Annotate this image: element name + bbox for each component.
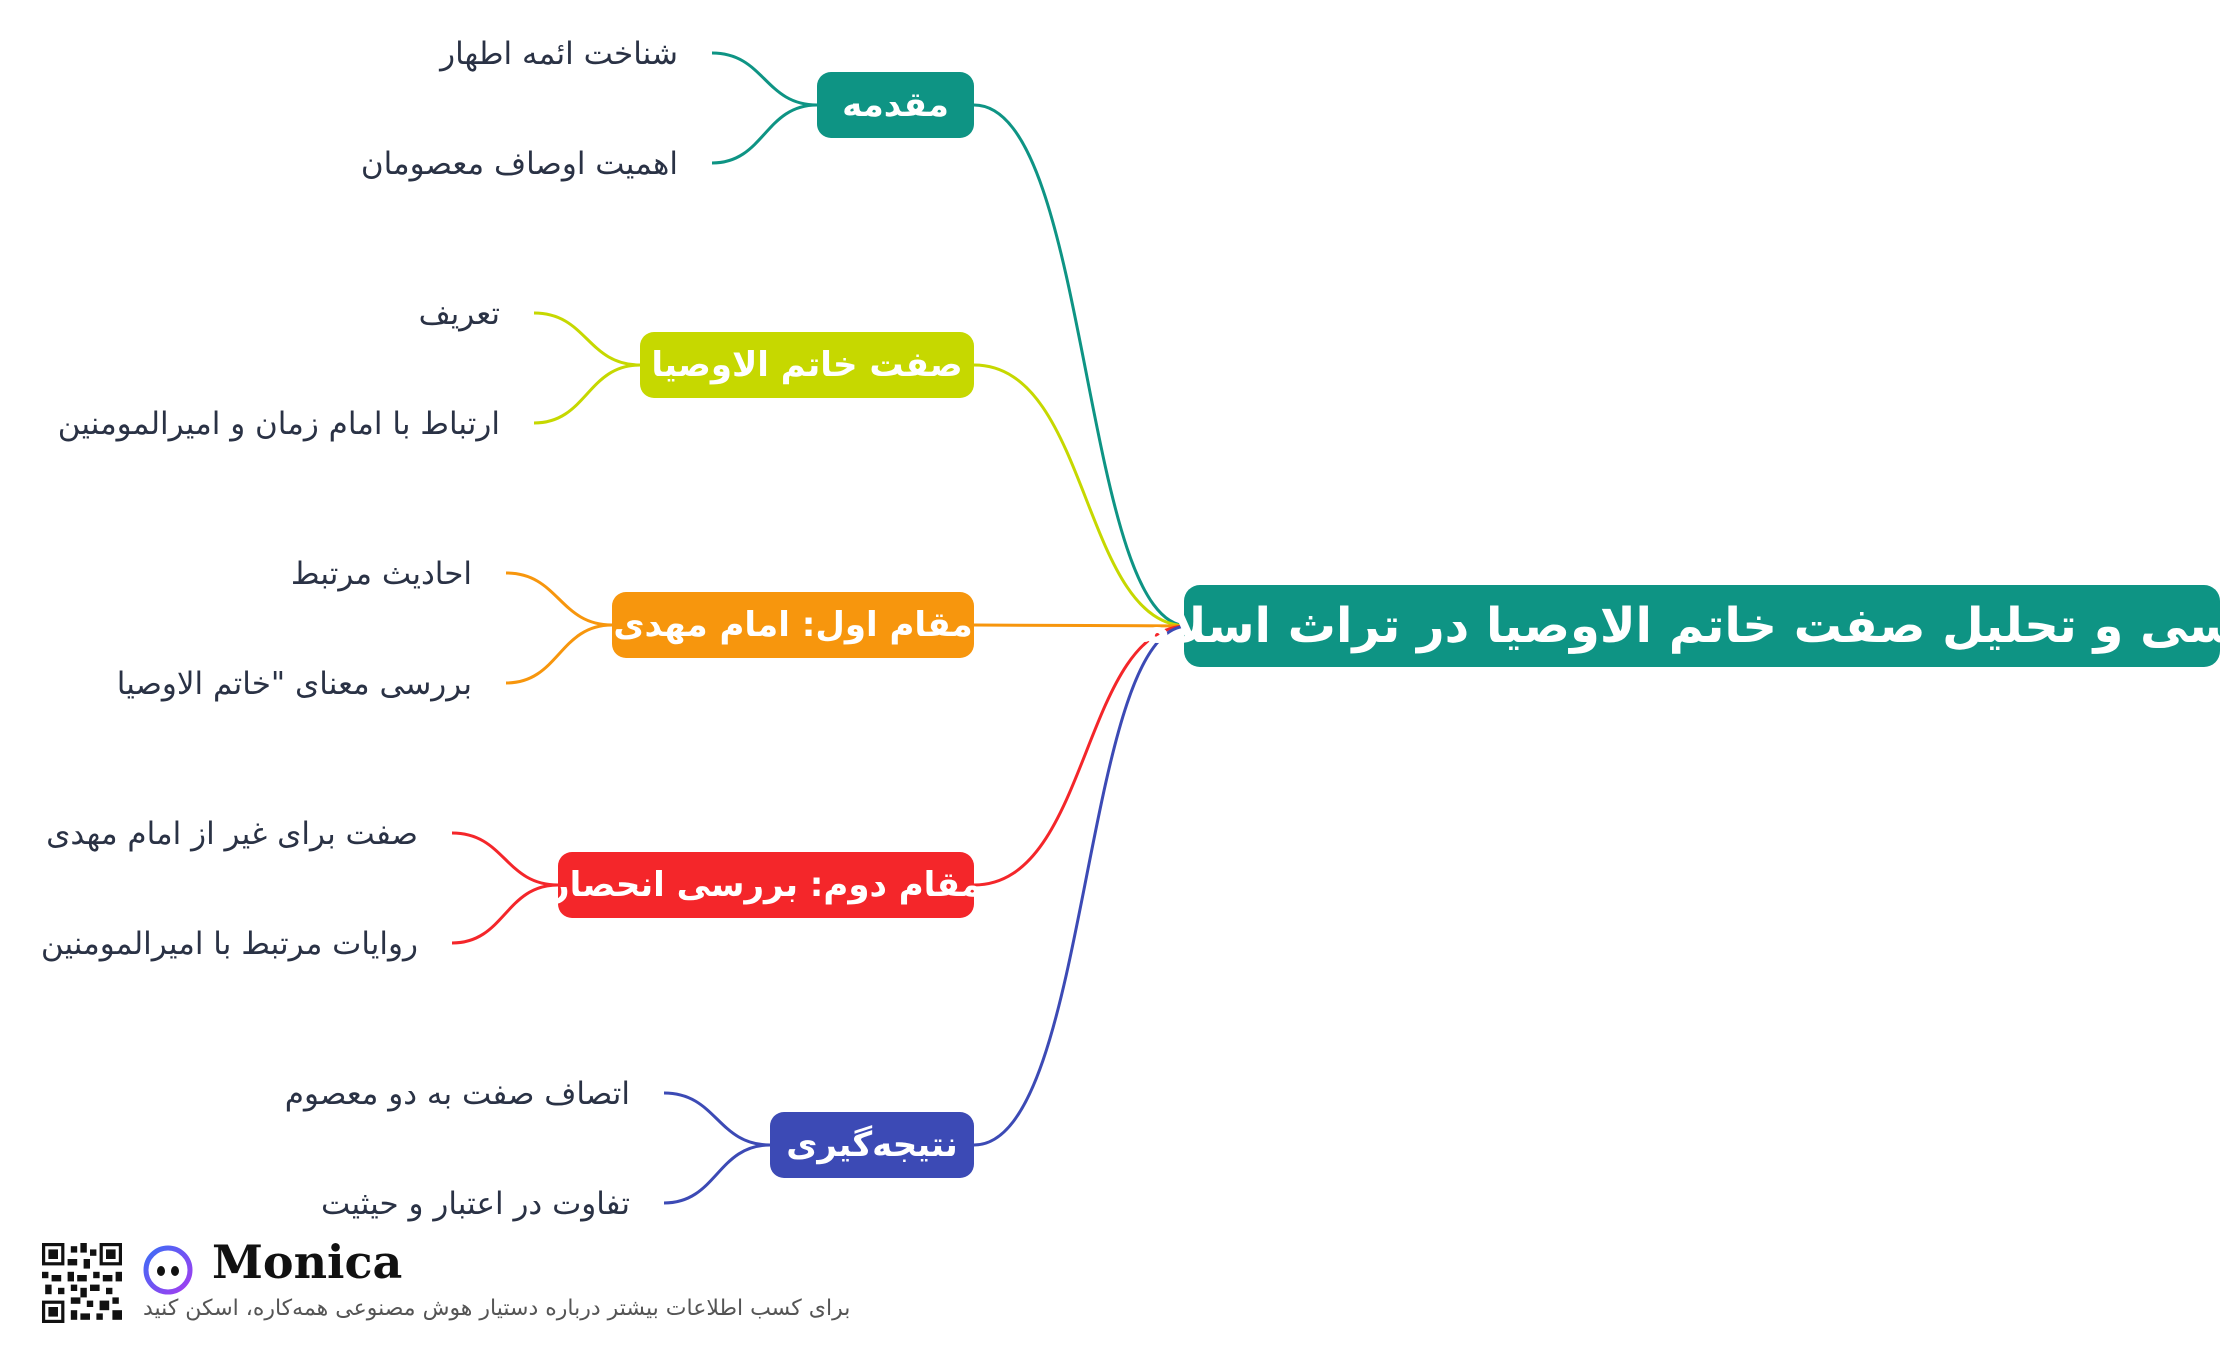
connector-branch-leaf [663,1091,771,1147]
connector-branch-leaf [711,103,818,165]
leaf-topic[interactable]: ارتباط با امام زمان و امیرالمومنین [57,406,500,442]
connector-root-branch [973,363,1189,628]
brand-name: Monica [212,1235,403,1289]
connector-branch-leaf [533,311,641,367]
leaf-topic[interactable]: روایات مرتبط با امیرالمومنین [40,926,418,962]
branch-khatam-al-awsiya-attribute[interactable]: صفت خاتم الاوصیا [640,332,974,398]
root-topic[interactable]: بررسی و تحلیل صفت خاتم الاوصیا در تراث ا… [1093,585,2240,667]
connector-root-branch [973,623,1189,628]
leaf-topic[interactable]: احادیث مرتبط [290,556,472,592]
leaf-topic[interactable]: شناخت ائمه اطهار [440,36,678,72]
branch-conclusion[interactable]: نتیجه‌گیری [770,1112,974,1178]
connector-branch-leaf [505,623,613,685]
qr-code-icon [42,1243,122,1323]
leaf-topic[interactable]: تعریف [418,296,500,332]
connector-branch-leaf [451,831,559,887]
connector-branch-leaf [663,1143,771,1205]
monica-logo-icon [143,1245,193,1295]
branch-first-station-imam-mahdi[interactable]: مقام اول: امام مهدی [612,592,974,658]
connector-branch-leaf [711,51,818,107]
connector-branch-leaf [533,363,641,425]
leaf-topic[interactable]: صفت برای غیر از امام مهدی [46,816,418,852]
connector-root-branch [973,624,1189,887]
leaf-topic[interactable]: اهمیت اوصاف معصومان [360,146,678,182]
footer-caption: برای کسب اطلاعات بیشتر درباره دستیار هوش… [143,1296,851,1321]
connector-root-branch [973,103,1189,628]
leaf-topic[interactable]: بررسی معنای "خاتم الاوصیا [116,666,472,702]
branch-introduction[interactable]: مقدمه [817,72,974,138]
connector-branch-leaf [451,883,559,945]
branch-second-station-exclusivity[interactable]: مقام دوم: بررسی انحصار [550,852,982,918]
leaf-topic[interactable]: تفاوت در اعتبار و حیثیت [321,1186,630,1222]
connector-root-branch [973,624,1189,1147]
connector-branch-leaf [505,571,613,627]
leaf-topic[interactable]: اتصاف صفت به دو معصوم [284,1076,630,1112]
